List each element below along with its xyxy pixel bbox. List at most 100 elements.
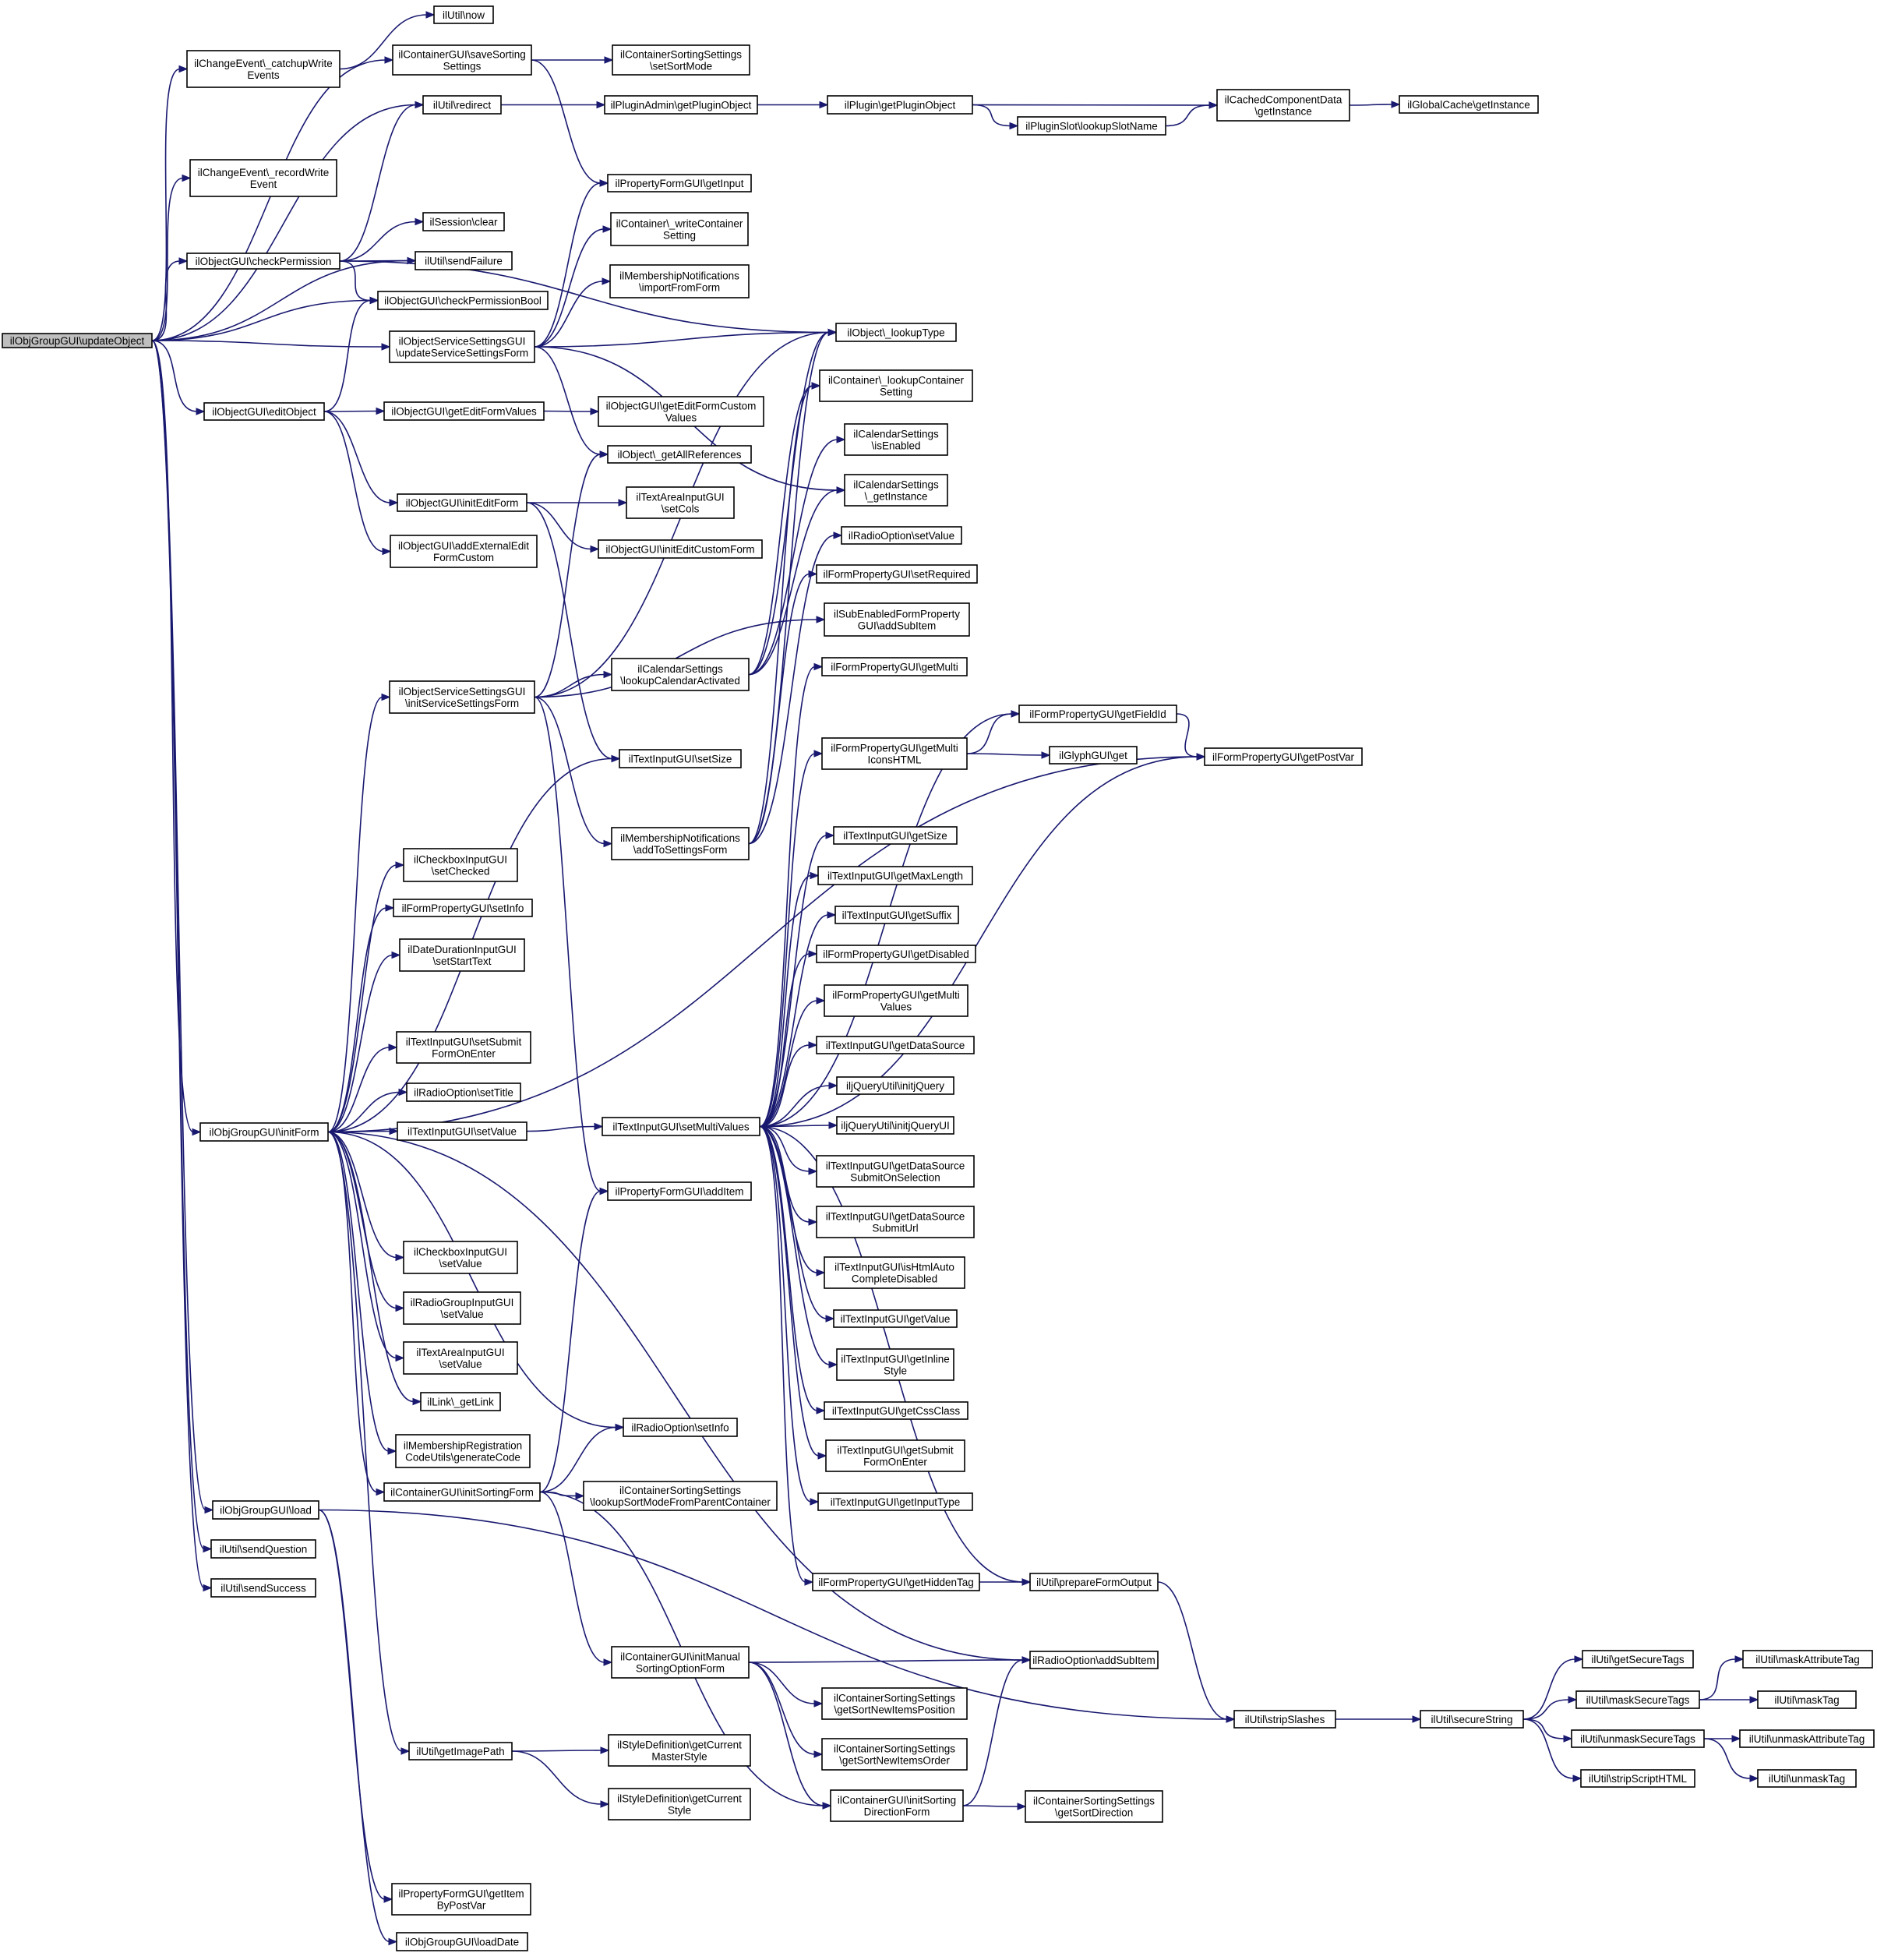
function-node[interactable]: ilUtil\unmaskTag: [1757, 1769, 1857, 1788]
function-node[interactable]: ilCalendarSettings\isEnabled: [844, 423, 948, 456]
function-node[interactable]: ilCheckboxInputGUI\setChecked: [403, 848, 518, 882]
function-node[interactable]: ilUtil\getSecureTags: [1582, 1650, 1694, 1669]
function-node[interactable]: ilPluginAdmin\getPluginObject: [604, 95, 758, 115]
function-node[interactable]: ilTextInputGUI\getMaxLength: [817, 866, 973, 885]
function-node[interactable]: ilObjectGUI\checkPermission: [186, 253, 340, 270]
function-node[interactable]: ilGlobalCache\getInstance: [1399, 95, 1539, 114]
function-node[interactable]: ilTextInputGUI\getDataSource: [816, 1036, 975, 1054]
function-node[interactable]: ilObjectGUI\initEditCustomForm: [598, 539, 763, 559]
function-node[interactable]: ilObjectServiceSettingsGUI\updateService…: [389, 330, 535, 363]
function-node[interactable]: ilTextInputGUI\setMultiValues: [602, 1117, 760, 1136]
function-node[interactable]: ilGlyphGUI\get: [1049, 746, 1138, 765]
function-node[interactable]: ilCachedComponentData\getInstance: [1216, 89, 1350, 122]
function-node[interactable]: ilRadioOption\setInfo: [623, 1418, 738, 1437]
function-node[interactable]: ilSession\clear: [422, 212, 505, 231]
function-node[interactable]: ilObjGroupGUI\initForm: [199, 1122, 329, 1142]
function-node[interactable]: ilPropertyFormGUI\getInput: [607, 174, 752, 192]
function-node[interactable]: ilObject\_getAllReferences: [607, 445, 752, 464]
function-node[interactable]: ilUtil\stripScriptHTML: [1580, 1769, 1695, 1788]
function-node[interactable]: ilTextInputGUI\getDataSourceSubmitOnSele…: [816, 1155, 975, 1188]
function-node[interactable]: ilContainerGUI\initManualSortingOptionFo…: [611, 1646, 750, 1679]
function-node[interactable]: ilFormPropertyGUI\getMulti: [821, 657, 968, 676]
root-function-node[interactable]: ilObjGroupGUI\updateObject: [2, 333, 153, 348]
function-node[interactable]: ilObjGroupGUI\load: [212, 1500, 319, 1520]
function-node[interactable]: ilTextInputGUI\getValue: [833, 1309, 958, 1328]
function-node[interactable]: ilTextAreaInputGUI\setCols: [626, 486, 735, 519]
function-node[interactable]: ilUtil\stripSlashes: [1233, 1710, 1336, 1729]
function-node[interactable]: ilCalendarSettings\lookupCalendarActivat…: [611, 658, 750, 691]
function-node[interactable]: ilUtil\unmaskSecureTags: [1571, 1729, 1705, 1748]
function-node[interactable]: ilUtil\now: [433, 5, 494, 24]
function-node[interactable]: ilContainerSortingSettings\getSortDirect…: [1025, 1790, 1163, 1823]
function-node[interactable]: ilObject\_lookupType: [835, 323, 957, 342]
function-node[interactable]: ilTextInputGUI\setValue: [397, 1121, 527, 1141]
function-node[interactable]: ilDateDurationInputGUI\setStartText: [399, 938, 525, 972]
function-node[interactable]: ilTextInputGUI\getSize: [833, 826, 958, 845]
function-node[interactable]: ilObjectGUI\initEditForm: [397, 493, 527, 512]
function-node[interactable]: ilTextInputGUI\isHtmlAutoCompleteDisable…: [824, 1256, 965, 1289]
function-node[interactable]: ilContainerSortingSettings\getSortNewIte…: [821, 1687, 968, 1720]
function-node[interactable]: ilRadioOption\addSubItem: [1029, 1651, 1159, 1669]
function-node[interactable]: ilUtil\maskSecureTags: [1575, 1690, 1700, 1709]
function-node[interactable]: ilFormPropertyGUI\getHiddenTag: [812, 1573, 980, 1591]
function-node[interactable]: ilRadioOption\setValue: [841, 526, 962, 545]
function-node[interactable]: ilFormPropertyGUI\setRequired: [816, 564, 978, 584]
function-node[interactable]: ilObjectGUI\editObject: [203, 402, 325, 421]
function-node[interactable]: ilMembershipNotifications\addToSettingsF…: [611, 827, 750, 860]
function-node[interactable]: ilContainerGUI\initSortingForm: [383, 1482, 541, 1502]
function-node[interactable]: ilTextInputGUI\getInputType: [817, 1492, 973, 1511]
function-node[interactable]: iljQueryUtil\initjQuery: [836, 1076, 954, 1095]
function-node[interactable]: ilObjectGUI\checkPermissionBool: [377, 291, 549, 310]
function-node[interactable]: ilUtil\secureString: [1420, 1710, 1524, 1729]
function-node[interactable]: ilTextInputGUI\getCssClass: [824, 1401, 968, 1420]
function-node[interactable]: ilContainerSortingSettings\setSortMode: [612, 44, 750, 76]
function-node[interactable]: ilUtil\getImagePath: [408, 1742, 513, 1760]
function-node[interactable]: ilFormPropertyGUI\getDisabled: [816, 945, 976, 963]
function-node[interactable]: ilTextInputGUI\setSize: [619, 749, 742, 768]
function-node[interactable]: ilUtil\sendSuccess: [210, 1578, 316, 1598]
function-node[interactable]: ilObjectGUI\getEditFormValues: [383, 401, 545, 421]
function-node[interactable]: ilCheckboxInputGUI\setValue: [403, 1241, 518, 1274]
function-node[interactable]: ilPlugin\getPluginObject: [827, 95, 973, 115]
function-node[interactable]: ilTextInputGUI\getSuffix: [834, 906, 959, 924]
function-node[interactable]: ilUtil\maskAttributeTag: [1742, 1650, 1873, 1669]
function-node[interactable]: ilPluginSlot\lookupSlotName: [1017, 116, 1166, 136]
function-node[interactable]: ilUtil\unmaskAttributeTag: [1739, 1729, 1875, 1748]
function-node[interactable]: ilUtil\redirect: [422, 95, 502, 115]
function-node[interactable]: ilMembershipRegistrationCodeUtils\genera…: [395, 1434, 531, 1468]
function-node[interactable]: ilObjectServiceSettingsGUI\initServiceSe…: [389, 680, 535, 714]
function-node[interactable]: ilFormPropertyGUI\getPostVar: [1204, 747, 1363, 766]
function-node[interactable]: ilFormPropertyGUI\getFieldId: [1018, 705, 1177, 723]
function-node[interactable]: ilUtil\maskTag: [1757, 1690, 1857, 1709]
function-node[interactable]: ilRadioGroupInputGUI\setValue: [403, 1291, 521, 1325]
function-node[interactable]: ilLink\_getLink: [420, 1392, 501, 1411]
function-node[interactable]: ilUtil\sendFailure: [415, 251, 513, 270]
function-node[interactable]: iljQueryUtil\initjQueryUI: [836, 1116, 954, 1135]
function-node[interactable]: ilRadioOption\setTitle: [406, 1082, 521, 1102]
function-node[interactable]: ilMembershipNotifications\importFromForm: [609, 264, 750, 298]
function-node[interactable]: ilContainerSortingSettings\lookupSortMod…: [583, 1481, 778, 1511]
function-node[interactable]: ilFormPropertyGUI\setInfo: [393, 899, 533, 917]
function-node[interactable]: ilUtil\prepareFormOutput: [1029, 1573, 1159, 1591]
function-node[interactable]: ilUtil\sendQuestion: [210, 1539, 316, 1559]
function-node[interactable]: ilObjGroupGUI\loadDate: [396, 1932, 528, 1951]
function-node[interactable]: ilPropertyFormGUI\addItem: [607, 1181, 752, 1201]
function-node[interactable]: ilCalendarSettings\_getInstance: [844, 474, 948, 507]
